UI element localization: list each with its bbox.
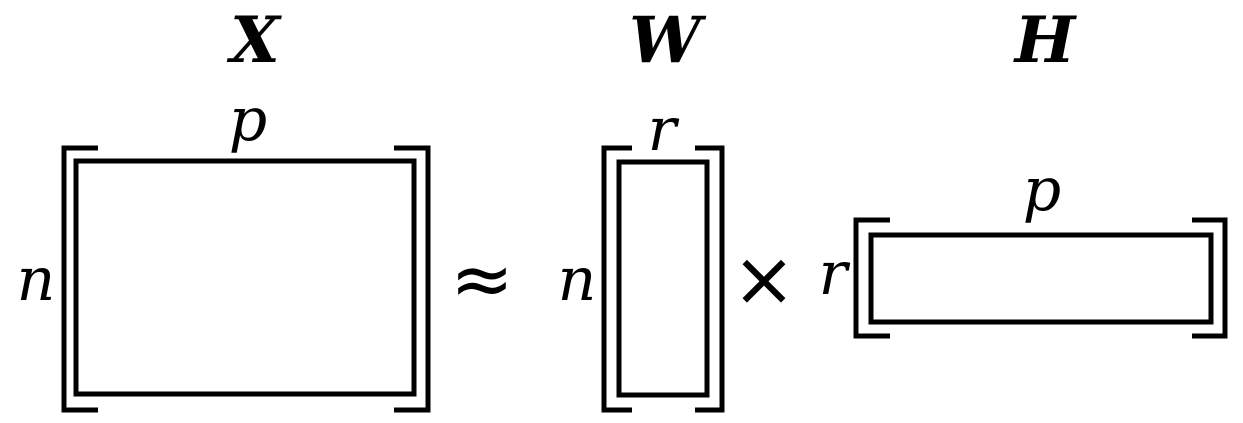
matrix-x-body: [73, 158, 417, 397]
times-symbol: ×: [732, 234, 796, 323]
matrix-h-cols-label: p: [1023, 155, 1061, 225]
approx-symbol: ≈: [450, 234, 514, 323]
matrix-x-rows-label: n: [17, 245, 56, 315]
matrix-h-body: [868, 232, 1214, 325]
matrix-h-right-bracket: [1192, 217, 1228, 339]
matrix-w-right-bracket: [695, 145, 725, 413]
matrix-x-cols-label: p: [229, 85, 267, 155]
matrix-h-left-bracket: [853, 217, 890, 339]
matrix-w-left-bracket: [601, 145, 632, 413]
matrix-x-title: X: [226, 3, 282, 78]
matrix-x: X p n: [17, 3, 431, 413]
matrix-w-cols-label: r: [648, 95, 680, 165]
matrix-w-rows-label: n: [558, 245, 597, 315]
matrix-w-title: W: [629, 3, 707, 78]
matrix-x-left-bracket: [61, 145, 98, 413]
matrix-x-right-bracket: [394, 145, 431, 413]
matrix-h-rows-label: r: [819, 239, 851, 309]
matrix-h: H p r: [819, 3, 1228, 339]
matrix-w: W r n: [558, 3, 725, 413]
matrix-h-title: H: [1013, 3, 1078, 78]
matrix-w-body: [616, 159, 710, 398]
